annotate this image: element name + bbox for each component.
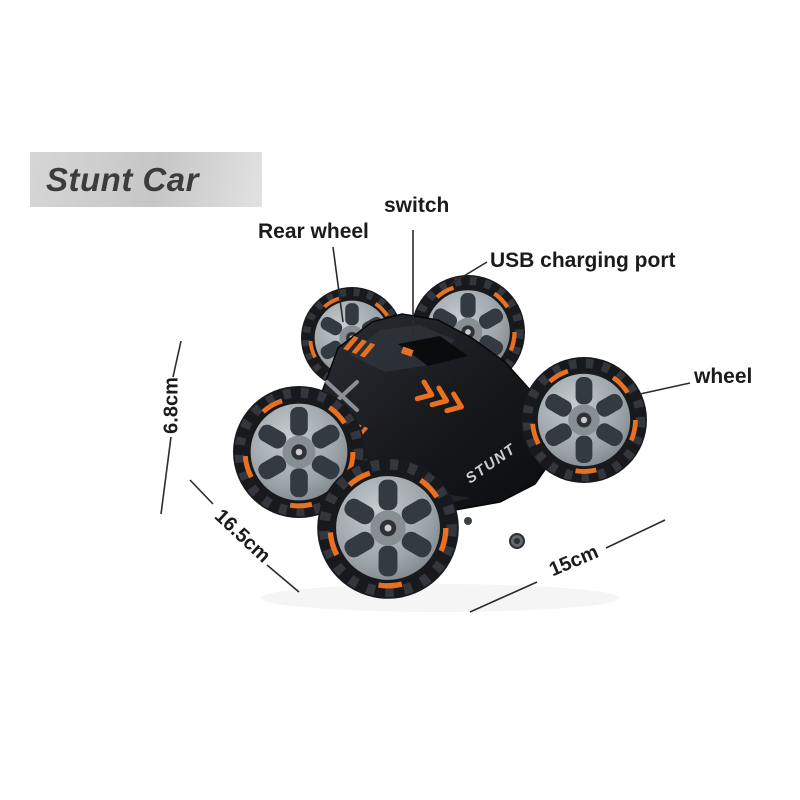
page-title: Stunt Car [46, 160, 199, 198]
car-hardware-details [464, 517, 525, 549]
rear-wheel-callout-line [332, 246, 344, 323]
rear-wheel-label: Rear wheel [258, 220, 369, 243]
wheel-callout-line [639, 382, 691, 395]
orange-slashes-top [343, 336, 376, 358]
car-shadow [260, 584, 620, 612]
stunt-car-illustration: STUNT [233, 275, 647, 612]
car-windshield [398, 336, 468, 366]
switch-label: switch [384, 194, 450, 217]
wheel-label: wheel [694, 365, 753, 388]
switch-component [400, 346, 414, 357]
usb-port-callout-line [448, 261, 488, 286]
height-dim-tick-bottom [160, 436, 172, 515]
height-dimension-label: 6.8cm [160, 377, 183, 434]
length-dim-tick-top [189, 479, 214, 505]
right-wheel-graphic [521, 357, 647, 483]
usb-charging-port-label: USB charging port [490, 249, 676, 272]
length-dim-tick-bottom [266, 564, 300, 593]
title-badge: Stunt Car [30, 152, 262, 207]
width-dim-tick-right [605, 519, 666, 549]
width-dim-tick-left [469, 581, 538, 613]
orange-chevrons [414, 379, 464, 414]
front-left-wheel-graphic [317, 457, 459, 599]
height-dim-tick-top [172, 340, 182, 378]
